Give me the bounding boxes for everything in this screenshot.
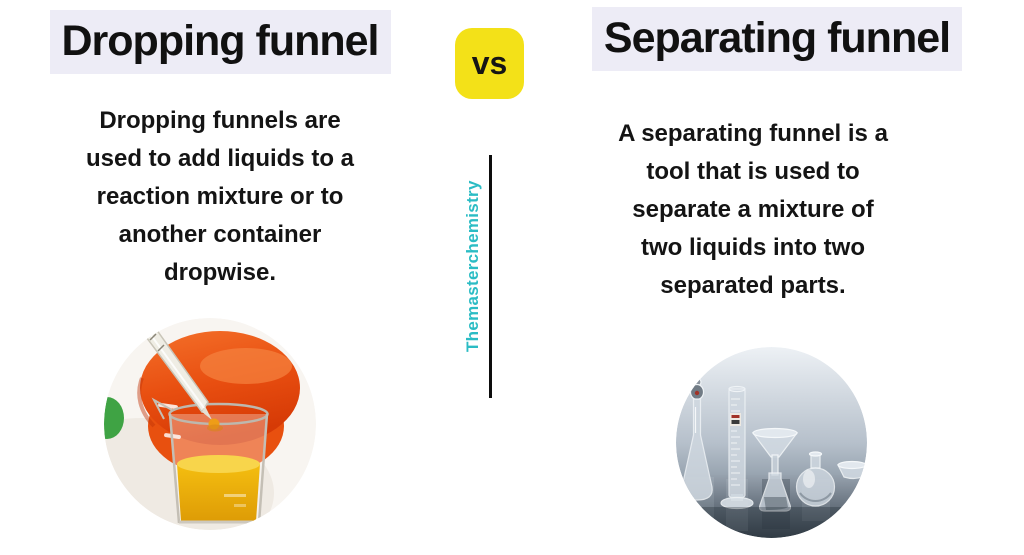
green-cap — [104, 397, 124, 439]
vs-badge: vs — [455, 28, 524, 99]
right-title: Separating funnel — [557, 7, 997, 71]
watermark-text: Themasterchemistry — [463, 180, 482, 352]
separating-funnel-glassware-photo — [676, 347, 867, 538]
left-description: Dropping funnels are used to add liquids… — [85, 107, 354, 286]
right-panel: Separating funnel A separating funnel is… — [557, 0, 997, 555]
vs-label: vs — [471, 44, 508, 81]
glassware-illustration — [676, 347, 867, 538]
round-flask — [795, 451, 836, 507]
left-title: Dropping funnel — [0, 10, 440, 74]
beaker — [151, 397, 269, 524]
dropping-funnel-photo — [104, 318, 316, 530]
dropping-funnel-illustration — [104, 318, 316, 530]
graduated-cylinder — [720, 385, 754, 510]
right-title-highlight: Separating funnel — [591, 7, 963, 71]
left-title-highlight: Dropping funnel — [49, 10, 391, 74]
left-panel: Dropping funnel Dropping funnels are use… — [0, 0, 440, 555]
orange-flask — [137, 331, 300, 474]
divider-line — [489, 155, 492, 398]
funnel-on-conical-flask — [751, 427, 799, 512]
right-description: A separating funnel is a tool that is us… — [618, 120, 888, 299]
